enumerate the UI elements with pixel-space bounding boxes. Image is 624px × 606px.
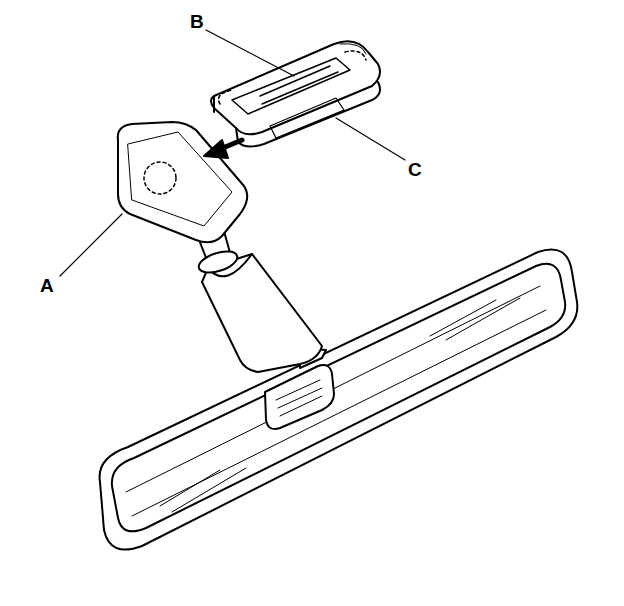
part-letter: B bbox=[190, 12, 204, 31]
part-letter: A bbox=[40, 276, 54, 295]
part-letter: C bbox=[408, 160, 422, 179]
